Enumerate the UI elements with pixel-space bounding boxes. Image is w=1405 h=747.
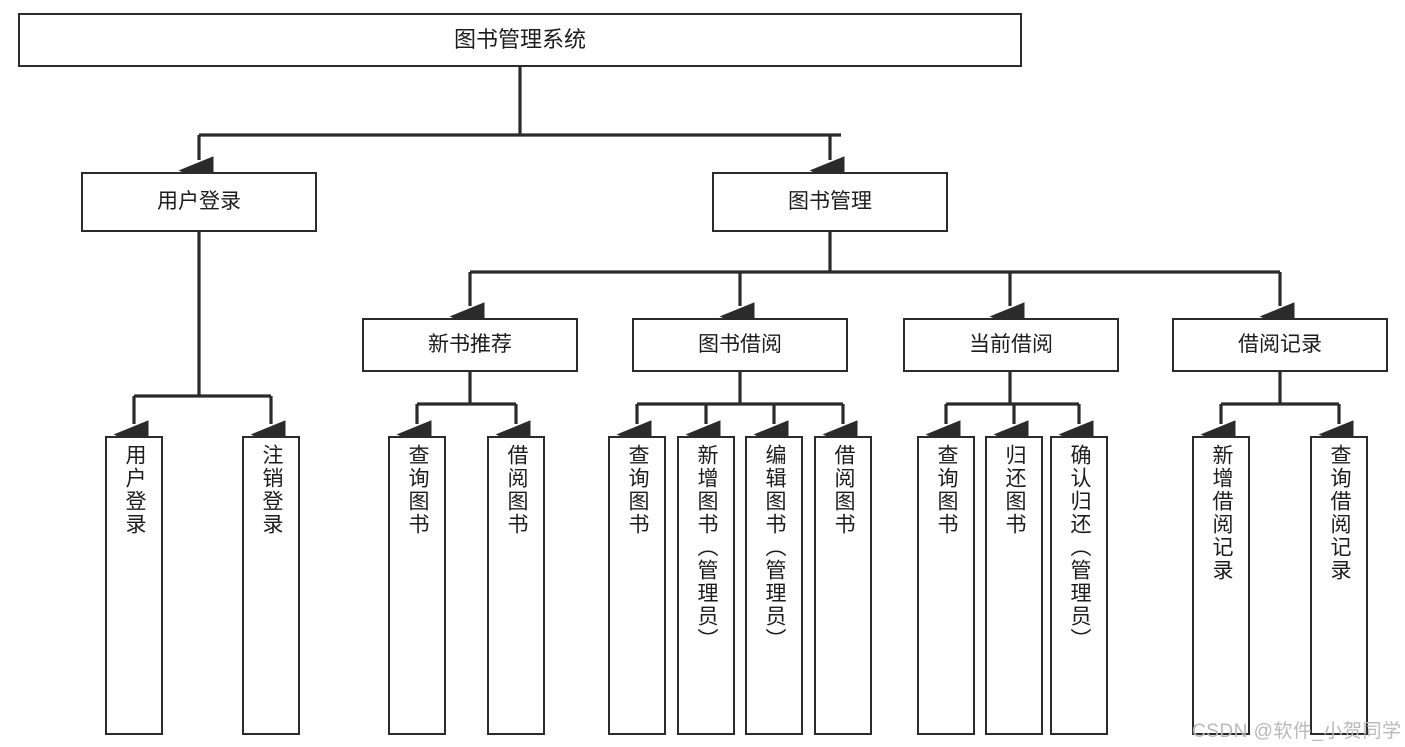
node-leaf-query-book-rec[interactable]: 查询图书 <box>388 436 446 735</box>
node-new-book-recommend-label: 新书推荐 <box>428 332 512 356</box>
node-leaf-borrow-book-label: 借阅图书 <box>832 444 856 536</box>
node-leaf-query-record[interactable]: 查询借阅记录 <box>1310 436 1368 735</box>
node-book-manage-label: 图书管理 <box>788 189 872 213</box>
node-leaf-add-record[interactable]: 新增借阅记录 <box>1192 436 1250 735</box>
node-user-login-label: 用户登录 <box>157 189 241 213</box>
node-leaf-edit-book-label: 编辑图书（管理员） <box>763 444 787 651</box>
node-leaf-return-book[interactable]: 归还图书 <box>985 436 1043 735</box>
node-root[interactable]: 图书管理系统 <box>18 13 1022 67</box>
node-leaf-borrow-book-rec[interactable]: 借阅图书 <box>487 436 545 735</box>
node-leaf-query-book-cur-label: 查询图书 <box>935 444 959 536</box>
node-current-borrow[interactable]: 当前借阅 <box>903 318 1119 372</box>
node-leaf-query-record-label: 查询借阅记录 <box>1328 444 1352 582</box>
node-book-borrow-label: 图书借阅 <box>698 332 782 356</box>
node-leaf-confirm-return[interactable]: 确认归还（管理员） <box>1050 436 1108 735</box>
node-leaf-logout[interactable]: 注销登录 <box>242 436 300 735</box>
node-leaf-query-book-borrow-label: 查询图书 <box>626 444 650 536</box>
node-borrow-record-label: 借阅记录 <box>1238 332 1322 356</box>
node-leaf-add-record-label: 新增借阅记录 <box>1210 444 1234 582</box>
node-leaf-user-login-label: 用户登录 <box>123 444 147 536</box>
node-leaf-return-book-label: 归还图书 <box>1003 444 1027 536</box>
node-new-book-recommend[interactable]: 新书推荐 <box>362 318 578 372</box>
node-user-login[interactable]: 用户登录 <box>81 172 317 232</box>
node-borrow-record[interactable]: 借阅记录 <box>1172 318 1388 372</box>
node-root-label: 图书管理系统 <box>453 27 586 53</box>
node-leaf-user-login[interactable]: 用户登录 <box>105 436 163 735</box>
node-leaf-borrow-book-rec-label: 借阅图书 <box>505 444 529 536</box>
node-leaf-add-book[interactable]: 新增图书（管理员） <box>677 436 735 735</box>
csdn-watermark: CSDN @软件_小贺同学 <box>1192 721 1402 742</box>
node-leaf-query-book-rec-label: 查询图书 <box>406 444 430 536</box>
node-leaf-edit-book[interactable]: 编辑图书（管理员） <box>745 436 803 735</box>
node-leaf-add-book-label: 新增图书（管理员） <box>695 444 719 651</box>
node-leaf-query-book-cur[interactable]: 查询图书 <box>917 436 975 735</box>
node-book-manage[interactable]: 图书管理 <box>712 172 948 232</box>
node-current-borrow-label: 当前借阅 <box>969 332 1053 356</box>
node-leaf-borrow-book[interactable]: 借阅图书 <box>814 436 872 735</box>
node-book-borrow[interactable]: 图书借阅 <box>632 318 848 372</box>
node-leaf-confirm-return-label: 确认归还（管理员） <box>1068 444 1092 651</box>
node-leaf-query-book-borrow[interactable]: 查询图书 <box>608 436 666 735</box>
node-leaf-logout-label: 注销登录 <box>260 444 284 536</box>
